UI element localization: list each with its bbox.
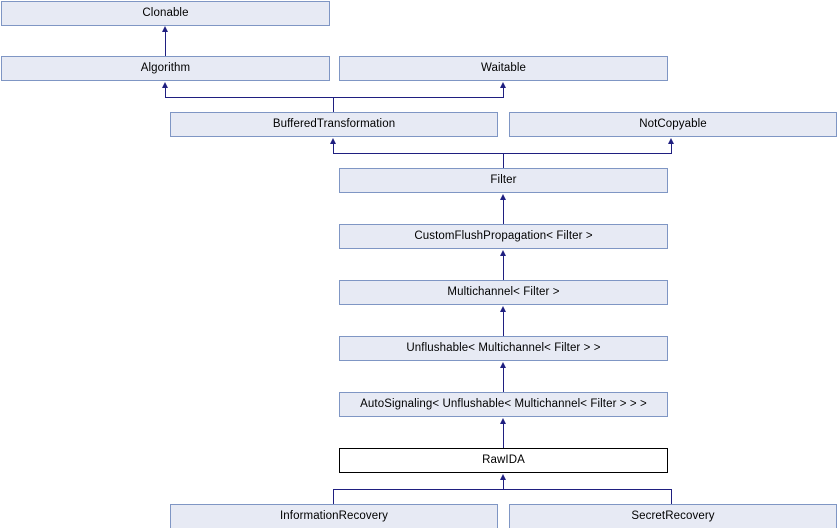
edge-bus-drop-secretrecovery (671, 489, 672, 504)
arrowhead-clonable (161, 26, 168, 32)
class-node-customflushpropagation[interactable]: CustomFlushPropagation< Filter > (339, 224, 668, 249)
edge-derived-to-rawida-stub (503, 480, 504, 489)
edge-unflushable-to-multichannel (503, 312, 504, 336)
arrowhead-autosignaling (499, 418, 506, 424)
arrowhead-customflushpropagation (499, 250, 506, 256)
class-node-label: NotCopyable (639, 117, 707, 130)
class-node-bufferedtransformation[interactable]: BufferedTransformation (170, 112, 498, 137)
arrowhead-multichannel (499, 306, 506, 312)
edge-bus-drop-bufferedtransformation (333, 97, 334, 112)
class-node-informationrecovery[interactable]: InformationRecovery (170, 504, 498, 528)
class-node-autosignaling[interactable]: AutoSignaling< Unflushable< Multichannel… (339, 392, 668, 417)
class-node-label: Clonable (142, 6, 189, 19)
edge-algorithm-to-clonable (165, 32, 166, 56)
edge-filter-to-bt-stub (333, 144, 334, 153)
class-node-label: Unflushable< Multichannel< Filter > > (406, 341, 601, 354)
edge-bus-algorithm-waitable (165, 97, 504, 98)
class-node-label: SecretRecovery (631, 509, 715, 522)
arrowhead-bufferedtransformation (329, 138, 336, 144)
class-node-notcopyable[interactable]: NotCopyable (509, 112, 837, 137)
class-node-multichannel[interactable]: Multichannel< Filter > (339, 280, 668, 305)
edge-rawida-to-autosignaling (503, 424, 504, 448)
arrowhead-rawida (499, 474, 506, 480)
class-node-clonable[interactable]: Clonable (1, 1, 330, 26)
class-node-algorithm[interactable]: Algorithm (1, 56, 330, 81)
edge-cfp-to-filter (503, 200, 504, 224)
arrowhead-algorithm (161, 82, 168, 88)
edge-bt-to-algorithm-stub (165, 88, 166, 97)
edge-bus-drop-filter (503, 153, 504, 168)
edge-bus-derived (333, 489, 672, 490)
class-node-label: Waitable (480, 61, 527, 74)
edge-autosignaling-to-unflushable (503, 368, 504, 392)
class-node-label: BufferedTransformation (272, 117, 396, 130)
arrowhead-notcopyable (667, 138, 674, 144)
class-node-label: Multichannel< Filter > (447, 285, 560, 298)
arrowhead-waitable (499, 82, 506, 88)
class-node-label: CustomFlushPropagation< Filter > (414, 229, 593, 242)
class-node-label: RawIDA (482, 453, 525, 466)
edge-bus-drop-informationrecovery (333, 489, 334, 504)
class-node-waitable[interactable]: Waitable (339, 56, 668, 81)
edge-bus-bt-notcopyable (333, 153, 672, 154)
class-node-label: InformationRecovery (280, 509, 388, 522)
arrowhead-unflushable (499, 362, 506, 368)
class-node-secretrecovery[interactable]: SecretRecovery (509, 504, 837, 528)
edge-bt-to-waitable-stub (503, 88, 504, 97)
class-node-filter[interactable]: Filter (339, 168, 668, 193)
edge-multichannel-to-cfp (503, 256, 504, 280)
arrowhead-filter (499, 194, 506, 200)
class-node-label: AutoSignaling< Unflushable< Multichannel… (360, 397, 647, 410)
class-node-unflushable[interactable]: Unflushable< Multichannel< Filter > > (339, 336, 668, 361)
class-node-label: Filter (490, 173, 517, 186)
class-node-label: Algorithm (140, 61, 191, 74)
class-node-rawida[interactable]: RawIDA (339, 448, 668, 473)
edge-filter-to-notcopyable-stub (671, 144, 672, 153)
